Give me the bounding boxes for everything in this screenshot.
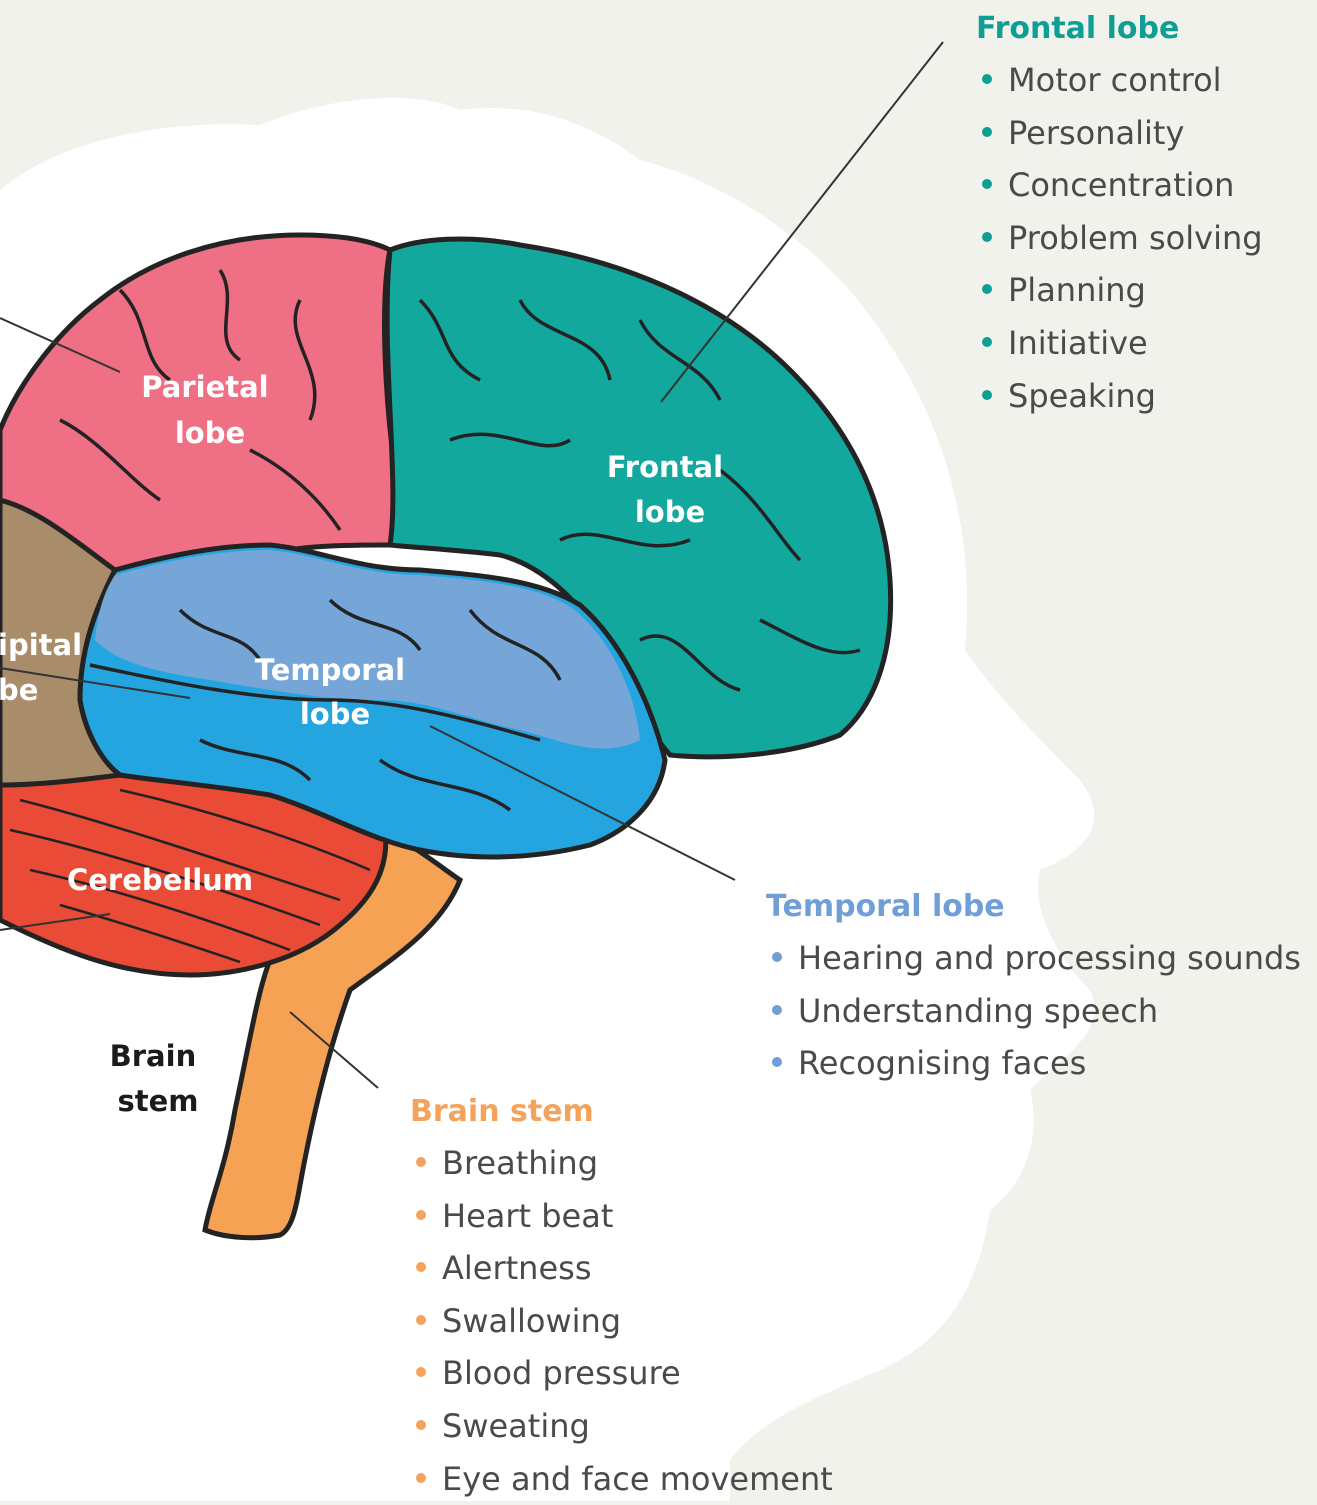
list-item: Problem solving — [976, 212, 1263, 265]
bullet-icon — [772, 1005, 782, 1015]
list-item-text: Blood pressure — [442, 1354, 681, 1392]
list-item-text: Speaking — [1008, 377, 1156, 415]
list-item: Planning — [976, 264, 1263, 317]
frontal-lobe-legend: Frontal lobe Motor control Personality C… — [976, 6, 1263, 422]
parietal-label-line-2: lobe — [175, 416, 245, 450]
bullet-icon — [982, 284, 992, 294]
frontal-legend-list: Motor control Personality Concentration … — [976, 54, 1263, 422]
list-item-text: Problem solving — [1008, 219, 1263, 257]
list-item: Blood pressure — [410, 1347, 833, 1400]
list-item-text: Breathing — [442, 1144, 598, 1182]
temporal-legend-title: Temporal lobe — [766, 884, 1301, 930]
bullet-icon — [416, 1262, 426, 1272]
list-item: Understanding speech — [766, 985, 1301, 1038]
list-item: Concentration — [976, 159, 1263, 212]
list-item: Personality — [976, 107, 1263, 160]
cerebellum-label: Cerebellum — [67, 863, 253, 897]
list-item-text: Understanding speech — [798, 992, 1158, 1030]
temporal-legend-list: Hearing and processing sounds Understand… — [766, 932, 1301, 1090]
brain-stem-legend-title: Brain stem — [410, 1089, 833, 1135]
list-item-text: Personality — [1008, 114, 1184, 152]
list-item-text: Motor control — [1008, 61, 1222, 99]
bullet-icon — [416, 1473, 426, 1483]
bullet-icon — [416, 1367, 426, 1377]
brain-stem-label-line-1: Brain — [110, 1039, 197, 1073]
list-item-text: Swallowing — [442, 1302, 621, 1340]
list-item: Swallowing — [410, 1295, 833, 1348]
temporal-label-line-1: Temporal — [255, 653, 405, 687]
bullet-icon — [982, 74, 992, 84]
list-item-text: Alertness — [442, 1249, 591, 1287]
bullet-icon — [982, 179, 992, 189]
bullet-icon — [982, 127, 992, 137]
list-item-text: Hearing and processing sounds — [798, 939, 1301, 977]
list-item-text: Initiative — [1008, 324, 1148, 362]
bullet-icon — [416, 1420, 426, 1430]
frontal-legend-title: Frontal lobe — [976, 6, 1263, 52]
bullet-icon — [416, 1210, 426, 1220]
list-item: Sweating — [410, 1400, 833, 1453]
list-item: Breathing — [410, 1137, 833, 1190]
frontal-label-line-1: Frontal — [607, 450, 723, 484]
brain-stem-label-line-2: stem — [117, 1084, 198, 1118]
bullet-icon — [772, 1057, 782, 1067]
list-item: Motor control — [976, 54, 1263, 107]
list-item-text: Concentration — [1008, 166, 1234, 204]
occipital-label-line-2: be — [0, 673, 38, 707]
list-item: Initiative — [976, 317, 1263, 370]
list-item: Heart beat — [410, 1190, 833, 1243]
list-item: Alertness — [410, 1242, 833, 1295]
bullet-icon — [982, 337, 992, 347]
frontal-label-line-2: lobe — [635, 495, 705, 529]
bullet-icon — [416, 1157, 426, 1167]
parietal-label-line-1: Parietal — [141, 370, 268, 404]
brain-stem-legend-list: Breathing Heart beat Alertness Swallowin… — [410, 1137, 833, 1505]
occipital-label-line-1: ipital — [0, 628, 82, 662]
temporal-label-line-2: lobe — [300, 697, 370, 731]
list-item: Hearing and processing sounds — [766, 932, 1301, 985]
list-item-text: Heart beat — [442, 1197, 613, 1235]
list-item-text: Planning — [1008, 271, 1146, 309]
brain-stem-legend: Brain stem Breathing Heart beat Alertnes… — [410, 1089, 833, 1505]
list-item-text: Eye and face movement — [442, 1460, 833, 1498]
bullet-icon — [982, 232, 992, 242]
bullet-icon — [772, 952, 782, 962]
temporal-lobe-legend: Temporal lobe Hearing and processing sou… — [766, 884, 1301, 1090]
list-item: Recognising faces — [766, 1037, 1301, 1090]
list-item: Speaking — [976, 370, 1263, 423]
list-item-text: Recognising faces — [798, 1044, 1086, 1082]
bullet-icon — [982, 390, 992, 400]
list-item-text: Sweating — [442, 1407, 590, 1445]
list-item: Eye and face movement — [410, 1453, 833, 1505]
bullet-icon — [416, 1315, 426, 1325]
